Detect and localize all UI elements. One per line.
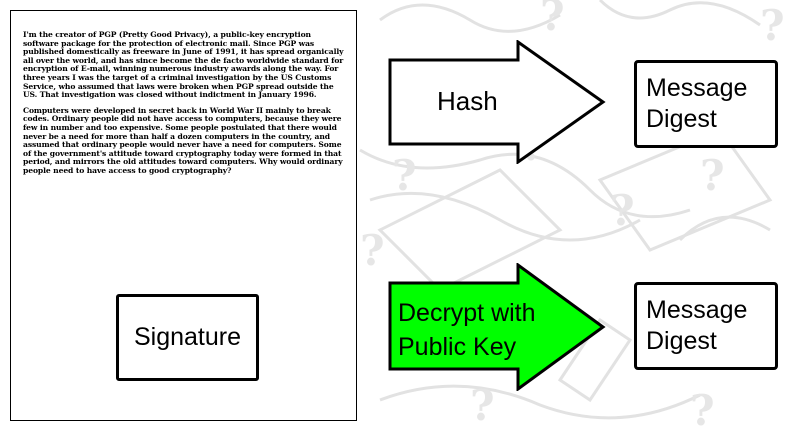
decrypt-arrow [388,263,606,391]
decrypt-label: Decrypt with Public Key [398,296,536,364]
document-paragraph-1: I'm the creator of PGP (Pretty Good Priv… [23,30,344,100]
signature-box: Signature [116,294,259,381]
hash-label: Hash [437,86,498,116]
svg-text:?: ? [470,381,495,430]
message-digest-box-top: Message Digest [634,60,778,148]
hash-arrow [388,40,606,164]
svg-text:?: ? [760,1,785,50]
svg-text:?: ? [360,226,385,275]
svg-text:?: ? [392,151,417,200]
document-paragraph-2: Computers were developed in secret back … [23,105,343,175]
digest-top-line1: Message [646,74,748,102]
document-page: I'm the creator of PGP (Pretty Good Priv… [10,10,357,421]
digest-bottom-line1: Message [646,296,748,324]
svg-text:?: ? [610,186,635,235]
svg-text:?: ? [700,151,725,200]
message-digest-box-bottom: Message Digest [634,282,778,370]
svg-text:?: ? [690,386,715,434]
signature-label: Signature [133,323,242,351]
svg-text:?: ? [540,0,565,40]
digest-bottom-line2: Digest [646,327,717,355]
digest-top-line2: Digest [646,105,717,133]
decrypt-label-line2: Public Key [398,333,517,361]
decrypt-label-line1: Decrypt with [398,299,536,327]
document-text: I'm the creator of PGP (Pretty Good Priv… [23,30,345,183]
